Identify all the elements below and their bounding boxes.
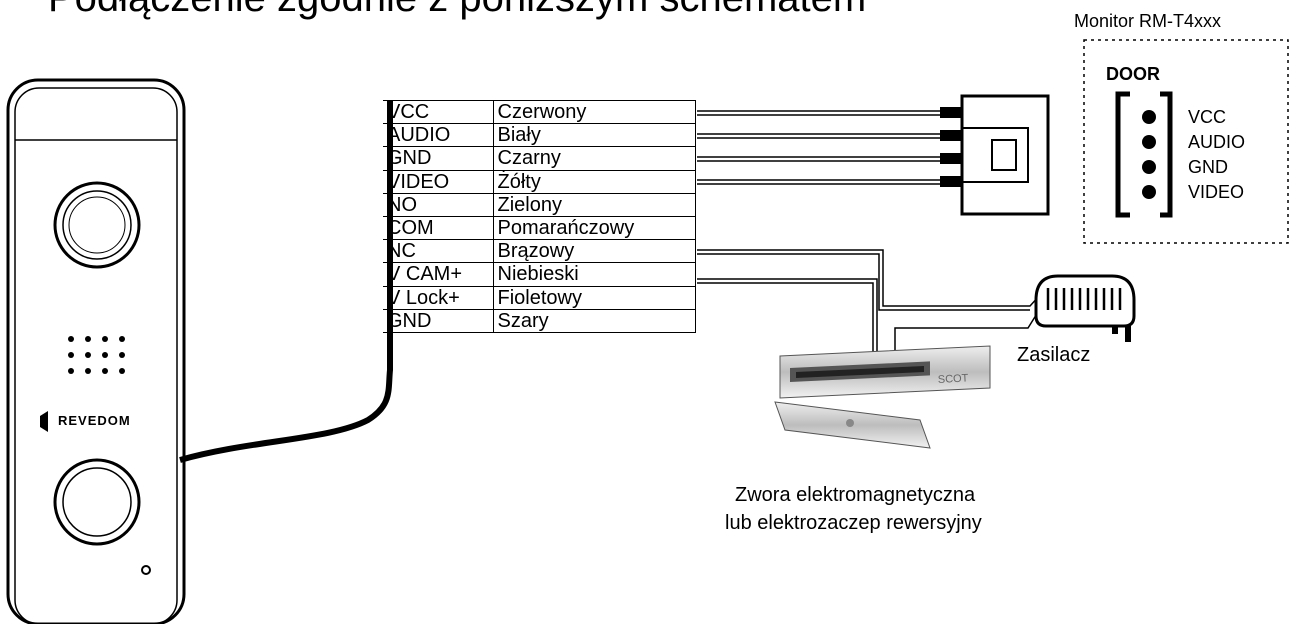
wire-color: Żółty xyxy=(492,169,696,194)
wire-signal: NC xyxy=(383,239,494,264)
wire-signal: COM xyxy=(383,215,494,241)
wire-signal: GND xyxy=(383,146,494,171)
wire-color: Czerwony xyxy=(492,99,696,125)
call-button-icon xyxy=(53,458,141,546)
wire-color: Szary xyxy=(492,308,696,333)
wire-signal: V CAM+ xyxy=(383,262,494,287)
power-adapter-icon xyxy=(1034,274,1136,342)
wire-color: Biały xyxy=(492,123,696,148)
panel-cable xyxy=(179,100,393,463)
wire-signal: VIDEO xyxy=(383,169,494,194)
panel-brand-logo: REVEDOM xyxy=(58,413,131,428)
speaker-grille-icon xyxy=(68,336,125,374)
wire-signal: NO xyxy=(383,192,494,217)
wire-signal: V Lock+ xyxy=(383,285,494,310)
lock-brand-text: SCOT xyxy=(938,372,969,386)
door-panel-outdoor-unit xyxy=(6,78,186,624)
wire-signal: AUDIO xyxy=(383,123,494,148)
lock-label-line2: lub elektrozaczep rewersyjny xyxy=(725,512,982,534)
monitor-connector-plug xyxy=(940,94,1050,216)
wire-color: Pomarańczowy xyxy=(492,215,696,241)
wire-row: V CAM+Niebieski xyxy=(383,262,696,287)
monitor-wires xyxy=(697,110,940,185)
monitor-door-connector xyxy=(1115,91,1173,218)
monitor-pin-video: VIDEO xyxy=(1188,182,1245,202)
monitor-pin-audio: AUDIO xyxy=(1188,132,1246,152)
brand-logo-icon xyxy=(40,411,48,432)
power-supply-label: Zasilacz xyxy=(1017,344,1091,366)
led-indicator-icon xyxy=(141,565,151,575)
wire-row: V Lock+Fioletowy xyxy=(383,285,696,310)
wire-color: Czarny xyxy=(492,146,696,171)
magnetic-lock-icon xyxy=(774,345,991,449)
wire-signal: VCC xyxy=(383,99,494,125)
monitor-pin-vcc: VCC xyxy=(1188,107,1227,127)
wire-color: Niebieski xyxy=(492,262,696,287)
header-title-partial: Podłączenie zgodnie z poniższym schemate… xyxy=(48,0,866,18)
wire-color: Fioletowy xyxy=(492,285,696,310)
wire-color: Zielony xyxy=(492,192,696,217)
monitor-title: Monitor RM-T4xxx xyxy=(1074,11,1222,31)
camera-lens-icon xyxy=(53,181,141,269)
wire-color: Brązowy xyxy=(492,239,696,264)
lock-label-line1: Zwora elektromagnetyczna xyxy=(735,484,976,506)
lock-wires xyxy=(697,249,1041,355)
wire-signal: GND xyxy=(383,308,494,333)
monitor-pin-gnd: GND xyxy=(1188,157,1228,177)
door-connector-label: DOOR xyxy=(1106,64,1160,84)
